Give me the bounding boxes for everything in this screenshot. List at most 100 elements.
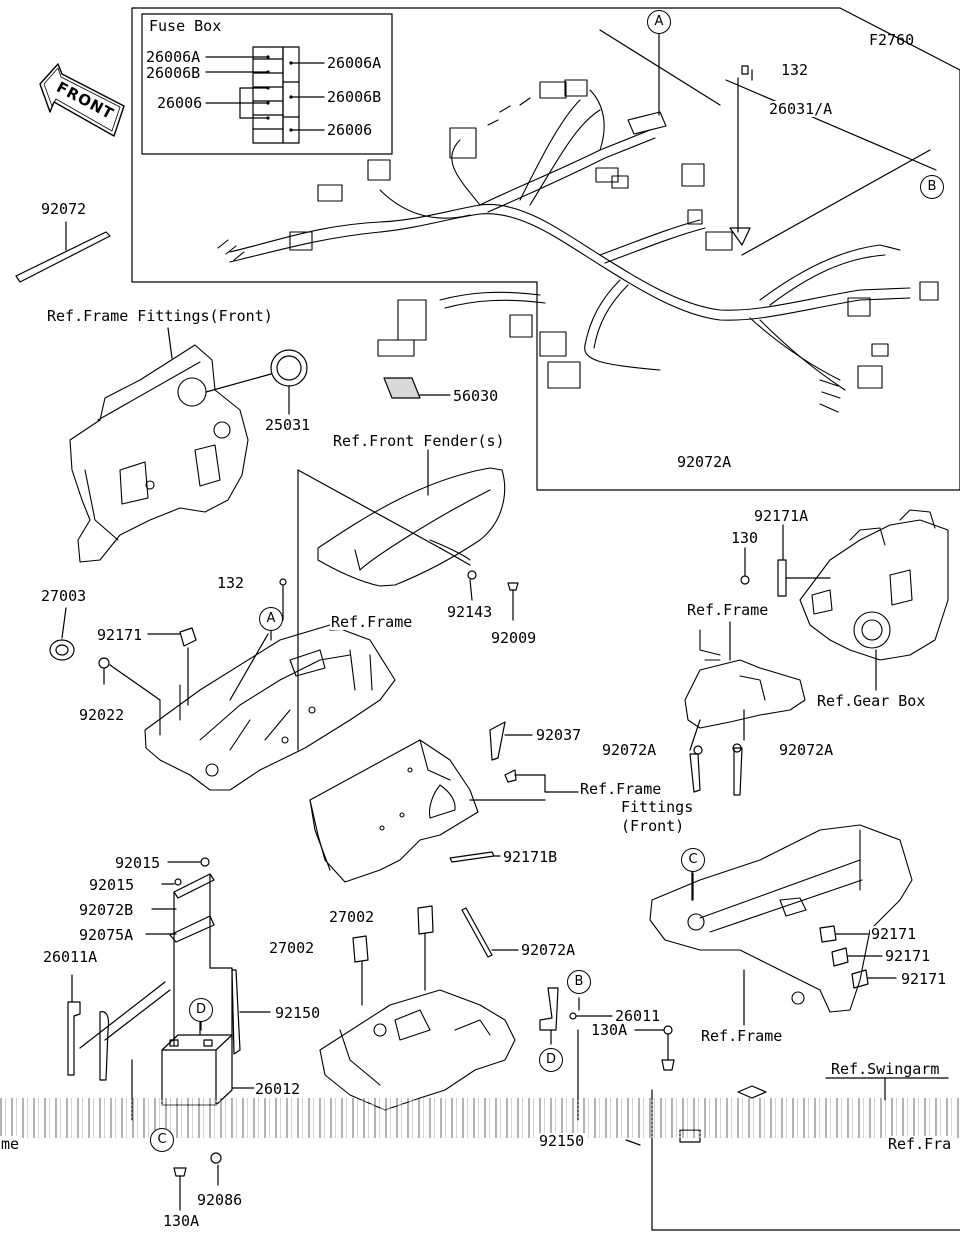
part-label-26011: 26011 — [614, 1007, 662, 1025]
part-label-26012: 26012 — [254, 1080, 302, 1098]
part-92171B — [449, 851, 495, 863]
callout-d-battery: D — [189, 998, 213, 1022]
part-92171-c3 — [851, 969, 869, 989]
part-label-92037: 92037 — [535, 726, 583, 744]
part-label-92072A-cable: 92072A — [520, 941, 577, 959]
part-27003 — [49, 639, 75, 661]
part-label-26031A: 26031/A — [768, 100, 834, 118]
fuse-label-left-26006: 26006 — [157, 94, 203, 112]
front-fender — [317, 467, 506, 587]
part-label-92072A-gear-left: 92072A — [601, 741, 658, 759]
fuse-label-left-26006B: 26006B — [146, 64, 201, 82]
part-92072A-left-tie — [689, 753, 701, 793]
fuse-box-frame — [141, 13, 393, 155]
part-92072A-cable-tie — [461, 907, 493, 958]
part-label-92171-c2: 92171 — [884, 947, 932, 965]
part-label-25031: 25031 — [264, 416, 312, 434]
part-label-92143: 92143 — [446, 603, 494, 621]
part-27002-a — [352, 935, 369, 963]
part-92037 — [489, 721, 506, 761]
part-130 — [740, 575, 750, 585]
part-label-130A-b: 130A — [162, 1212, 201, 1230]
part-label-130: 130 — [730, 529, 760, 547]
ref-frame-cut-left: me — [0, 1135, 21, 1153]
fuse-label-right-26006B: 26006B — [327, 88, 382, 106]
center-frame — [144, 624, 396, 791]
callout-c-bottom: C — [150, 1128, 174, 1152]
ref-gear-box: Ref.Gear Box — [816, 692, 927, 710]
callout-a-top: A — [647, 10, 671, 34]
wiring-harness — [229, 89, 911, 391]
ref-frame-fittings-front-2-line2: Fittings — [621, 798, 694, 816]
part-label-27003: 27003 — [40, 587, 88, 605]
part-92022 — [98, 657, 110, 669]
battery — [161, 1034, 233, 1106]
part-27002-b — [417, 905, 434, 935]
fuse-label-right-26006A: 26006A — [327, 54, 382, 72]
ref-frame-right: Ref.Frame — [686, 601, 770, 619]
part-label-92075A: 92075A — [78, 926, 135, 944]
figure-code: F2760 — [869, 31, 915, 49]
part-92171-left — [179, 627, 197, 647]
ref-frame-cut-right: Ref.Fra — [887, 1135, 953, 1153]
ref-frame-fittings-front: Ref.Frame Fittings(Front) — [46, 307, 274, 325]
part-label-92086: 92086 — [196, 1191, 244, 1209]
part-label-92171-left: 92171 — [96, 626, 144, 644]
part-label-26011A: 26011A — [42, 948, 99, 966]
part-label-92015-a: 92015 — [114, 854, 162, 872]
part-92171A — [777, 559, 787, 597]
fuse-box-title: Fuse Box — [149, 17, 222, 35]
part-92009 — [507, 582, 519, 591]
part-label-132-top: 132 — [780, 61, 810, 79]
harness-connectors — [217, 79, 939, 413]
ref-swingarm: Ref.Swingarm — [830, 1060, 941, 1078]
label-56030 — [383, 377, 421, 399]
callout-b-bracket: B — [567, 970, 591, 994]
callout-a-mid: A — [259, 607, 283, 631]
ref-frame-fittings-front-2-line1: Ref.Frame — [579, 780, 663, 798]
part-label-130A-a: 130A — [590, 1021, 629, 1039]
callout-d-bracket: D — [539, 1048, 563, 1072]
part-label-92009: 92009 — [490, 629, 538, 647]
part-92171-c2 — [831, 947, 849, 967]
ref-frame-bottom: Ref.Frame — [700, 1027, 784, 1045]
part-label-92171B: 92171B — [502, 848, 559, 866]
part-25031 — [270, 349, 308, 387]
part-92143 — [467, 570, 477, 580]
callout-b-top: B — [920, 175, 944, 199]
part-label-92022: 92022 — [78, 706, 126, 724]
part-92086 — [210, 1152, 222, 1164]
ref-frame-fittings-front-2-line3: (Front) — [621, 817, 685, 835]
part-label-56030: 56030 — [452, 387, 500, 405]
part-label-92171-c1: 92171 — [870, 925, 918, 943]
part-130A-b — [173, 1167, 187, 1177]
gear-box — [799, 509, 949, 661]
part-label-92171-c3: 92171 — [900, 970, 948, 988]
harness-frame-outline — [131, 7, 960, 491]
part-92072-strap — [15, 231, 111, 283]
part-label-92072B: 92072B — [78, 901, 135, 919]
ref-frame-mid: Ref.Frame — [330, 613, 414, 631]
part-label-92072A-harness: 92072A — [676, 453, 733, 471]
ref-front-fender: Ref.Front Fender(s) — [332, 432, 506, 450]
fuse-block-right — [282, 46, 300, 144]
lower-bracket — [309, 739, 479, 883]
part-label-92072A-gear-right: 92072A — [778, 741, 835, 759]
fuse-label-left-26006A: 26006A — [146, 48, 201, 66]
part-26011 — [539, 987, 559, 1031]
bottom-right-frame — [649, 824, 913, 1013]
part-26011A — [67, 1001, 81, 1076]
part-label-92072: 92072 — [40, 200, 88, 218]
frame-fittings-panel — [69, 344, 249, 563]
part-label-92015-b: 92015 — [88, 876, 136, 894]
scan-noise-band — [0, 1098, 960, 1138]
part-label-27002-b: 27002 — [268, 939, 316, 957]
battery-tray — [319, 989, 516, 1111]
front-arrow — [39, 63, 125, 137]
part-label-92150-a: 92150 — [274, 1004, 322, 1022]
part-label-92150-b: 92150 — [538, 1132, 586, 1150]
part-label-92171A: 92171A — [753, 507, 810, 525]
fuse-label-right-26006: 26006 — [327, 121, 373, 139]
